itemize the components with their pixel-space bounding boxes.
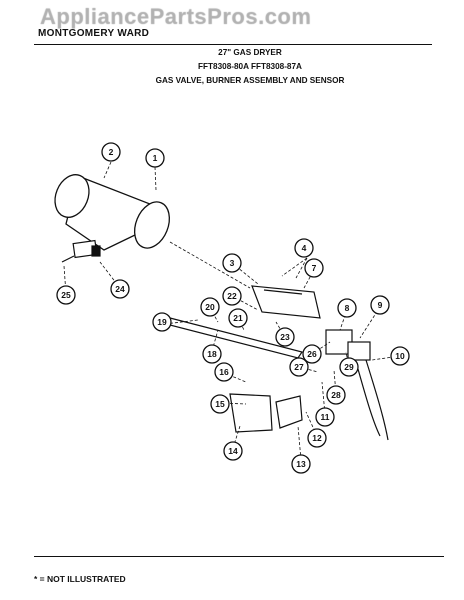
callout-11: 11 [315,407,335,427]
svg-text:20: 20 [205,302,215,312]
callout-9: 9 [370,295,390,315]
section-title: GAS VALVE, BURNER ASSEMBLY AND SENSOR [155,76,345,85]
callout-23: 23 [275,327,295,347]
svg-text:11: 11 [321,412,330,422]
model-numbers: FFT8308-80A FFT8308-87A [198,62,302,71]
svg-text:19: 19 [157,317,167,327]
svg-text:4: 4 [302,243,307,253]
svg-text:14: 14 [228,446,238,456]
svg-text:21: 21 [233,313,243,323]
callout-29: 29 [339,357,359,377]
svg-text:8: 8 [345,303,350,313]
svg-text:23: 23 [280,332,290,342]
callout-27: 27 [289,357,309,377]
callout-8: 8 [337,298,357,318]
footer-note: * = NOT ILLUSTRATED [34,574,126,584]
svg-text:26: 26 [307,349,317,359]
callout-18: 18 [202,344,222,364]
callout-13: 13 [291,454,311,474]
igniter-bracket [61,239,101,263]
watermark: AppliancePartsPros.com [40,4,312,29]
callout-24: 24 [110,279,130,299]
svg-text:24: 24 [115,284,125,294]
burner-tube [251,285,321,319]
callout-2: 2 [101,142,121,162]
callout-20: 20 [200,297,220,317]
callout-3: 3 [222,253,242,273]
svg-text:12: 12 [312,433,322,443]
svg-text:27: 27 [294,362,304,372]
callout-1: 1 [145,148,165,168]
svg-text:29: 29 [344,362,354,372]
callout-26: 26 [302,344,322,364]
title-block: 27" GAS DRYER FFT8308-80A FFT8308-87A GA… [60,46,440,88]
svg-text:16: 16 [219,367,229,377]
callout-14: 14 [223,441,243,461]
svg-text:18: 18 [207,349,217,359]
svg-text:3: 3 [230,258,235,268]
svg-text:10: 10 [395,351,405,361]
callout-12: 12 [307,428,327,448]
callout-16: 16 [214,362,234,382]
callout-25: 25 [56,285,76,305]
callout-10: 10 [390,346,410,366]
callout-28: 28 [326,385,346,405]
header-rule [34,44,432,45]
gas-valve-assembly [325,329,389,441]
callout-7: 7 [304,258,324,278]
svg-text:1: 1 [153,153,158,163]
callout-15: 15 [210,394,230,414]
svg-text:2: 2 [109,147,114,157]
page-title: 27" GAS DRYER [218,48,282,57]
callout-4: 4 [294,238,314,258]
brand-name: MONTGOMERY WARD [38,28,150,39]
svg-text:9: 9 [378,300,383,310]
dryer-drum [54,174,170,251]
footer-rule [34,556,444,557]
svg-text:28: 28 [331,390,341,400]
callout-21: 21 [228,308,248,328]
svg-text:22: 22 [227,291,237,301]
svg-text:15: 15 [215,399,225,409]
svg-text:25: 25 [61,290,71,300]
callout-19: 19 [152,312,172,332]
svg-text:13: 13 [296,459,306,469]
callout-22: 22 [222,286,242,306]
svg-text:7: 7 [312,263,317,273]
